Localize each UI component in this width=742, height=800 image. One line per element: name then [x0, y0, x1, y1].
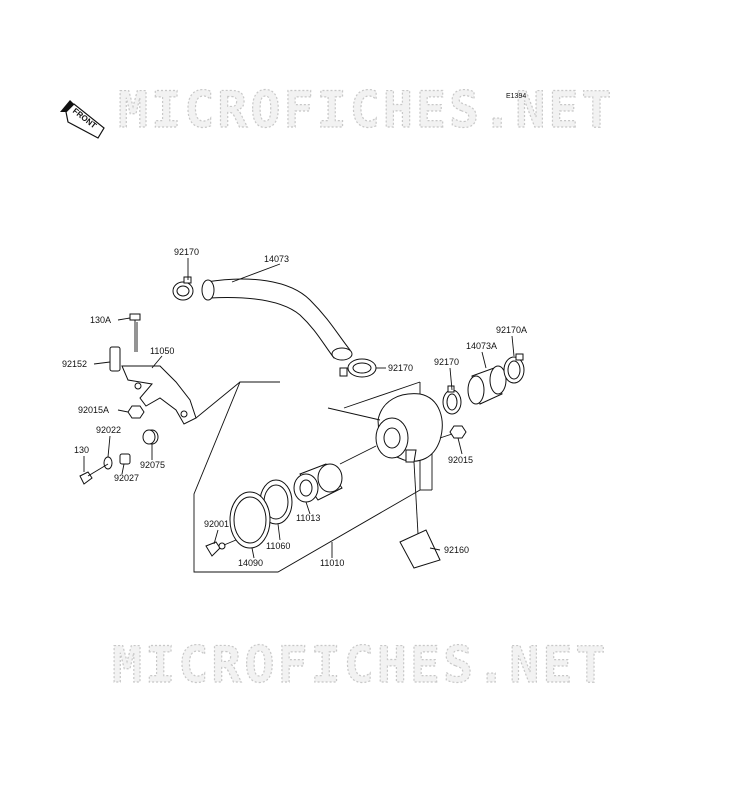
grommet-92075 — [142, 429, 159, 445]
callout-92075: 92075 — [140, 460, 165, 470]
clamp-92170A — [503, 353, 525, 384]
callout-11050: 11050 — [150, 346, 174, 356]
callout-11010: 11010 — [320, 558, 344, 568]
callout-92015: 92015 — [448, 455, 473, 465]
collar-92027 — [119, 453, 131, 465]
bracket-11050 — [121, 365, 197, 425]
callout-92170-right: 92170 — [434, 357, 459, 367]
wing-nut-92001 — [205, 539, 237, 557]
clamp-92170-right — [442, 385, 462, 415]
callout-130: 130 — [74, 445, 89, 455]
watermark-bottom: MICROFICHES.NET — [112, 636, 609, 694]
watermark-top: MICROFICHES.NET — [118, 81, 615, 139]
callout-92170-mid: 92170 — [388, 363, 413, 373]
callout-11060: 11060 — [266, 541, 290, 551]
callout-14073A: 14073A — [466, 341, 497, 351]
cover-14090 — [229, 491, 271, 549]
front-arrow-icon: FRONT — [60, 100, 105, 139]
bolt-130 — [79, 463, 109, 485]
leader-lines — [83, 258, 515, 559]
callout-92152: 92152 — [62, 359, 87, 369]
callout-92022: 92022 — [96, 425, 121, 435]
washer-92022 — [103, 456, 113, 470]
nut-92015A — [127, 405, 145, 419]
intake-hose-14073 — [205, 278, 351, 359]
callout-14073: 14073 — [264, 254, 289, 264]
collar-92152 — [109, 346, 121, 372]
air-cleaner-housing — [375, 393, 443, 463]
duct-14073A — [467, 365, 507, 405]
clamp-92170-top — [172, 276, 194, 301]
callout-92001: 92001 — [204, 519, 229, 529]
callout-130A: 130A — [90, 315, 111, 325]
clamp-92170-mid — [339, 358, 377, 378]
callout-92170-top: 92170 — [174, 247, 199, 257]
callout-11013: 11013 — [296, 513, 320, 523]
callout-92160: 92160 — [444, 545, 469, 555]
callout-92015A: 92015A — [78, 405, 109, 415]
bolt-130A — [129, 313, 141, 352]
filter-element-11013 — [293, 463, 343, 503]
callout-92027: 92027 — [114, 473, 139, 483]
diagram-code: E1394 — [506, 93, 526, 100]
callout-14090: 14090 — [238, 558, 263, 568]
nut-92015 — [449, 425, 467, 439]
pad-92160 — [399, 461, 441, 569]
callout-92170A: 92170A — [496, 325, 527, 335]
